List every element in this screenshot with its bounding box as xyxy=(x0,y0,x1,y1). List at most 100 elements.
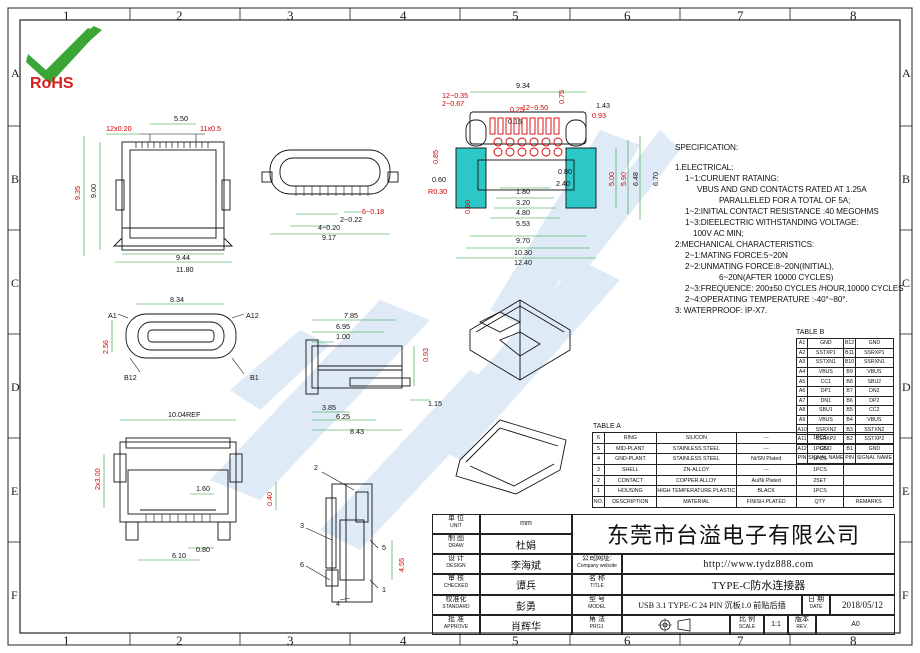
dim-side-4020: 4~0.20 xyxy=(318,223,340,232)
scale-value: 1:1 xyxy=(771,621,781,628)
title-block: 单 位 UNIT mm 制 图 DRAW 杜娟 设 计 DESIGN 李海斌 审… xyxy=(432,514,895,635)
table-cell: DP1 xyxy=(807,385,845,397)
grid-row-e: E xyxy=(11,484,19,498)
dim-front-935: 9.35 xyxy=(73,186,82,200)
spec-line-7: 100V AC MIN; xyxy=(693,229,744,238)
grid-row-e-right: E xyxy=(902,484,910,498)
grid-row-c: C xyxy=(11,276,20,290)
table-cell: B5 xyxy=(843,405,856,416)
dim-fp-1240: 12.40 xyxy=(514,258,532,267)
grid-col-2-bottom: 2 xyxy=(176,633,183,648)
table-cell: SSRXP1 xyxy=(854,347,895,359)
part-callout-2: 2 xyxy=(314,463,318,472)
part-callout-3: 3 xyxy=(300,521,304,530)
projection-label: 角 法 xyxy=(589,616,605,623)
specification-block: SPECIFICATION: 1.ELECTRICAL: 1~1:CURUENT… xyxy=(675,142,915,316)
title-label: 名 称 xyxy=(589,575,605,582)
grid-col-8-bottom: 8 xyxy=(850,633,857,648)
spec-line-8: 2:MECHANICAL CHARACTERISTICS: xyxy=(675,240,815,249)
spec-line-4: PARALLELED FOR A TOTAL OF 5A; xyxy=(719,196,851,205)
dim-mount-040: 0.40 xyxy=(265,492,274,506)
table-cell: A6 xyxy=(795,385,809,397)
grid-col-7-bottom: 7 xyxy=(737,633,744,648)
top-view-body xyxy=(269,149,391,195)
dim-mount-610: 6.10 xyxy=(172,551,186,560)
table-cell: A1 xyxy=(795,338,809,349)
dim-mount-160: 1.60 xyxy=(196,484,210,493)
model-label: 型 号 xyxy=(589,596,605,603)
grid-col-3-bottom: 3 xyxy=(287,633,294,648)
dim-end-834: 8.34 xyxy=(170,295,184,304)
table-cell xyxy=(843,485,894,498)
table-cell xyxy=(843,464,894,476)
table-cell: A8 xyxy=(795,405,809,416)
table-cell: REMARKS xyxy=(843,496,894,508)
table-cell: Au/Ni Plated xyxy=(735,474,797,487)
table-cell: SBU2 xyxy=(854,376,895,387)
dim-fp-320: 3.20 xyxy=(516,198,530,207)
table-b-caption: TABLE B xyxy=(796,329,825,336)
dim-sec-093: 0.93 xyxy=(421,348,430,362)
date-label-en: DATE xyxy=(809,604,823,610)
projection-label-en: PROJ. xyxy=(589,624,605,630)
dim-fp-085: 0.85 xyxy=(431,150,440,164)
grid-row-b: B xyxy=(11,172,20,186)
dim-fp-093: 0.93 xyxy=(592,111,606,120)
grid-col-1: 1 xyxy=(63,8,70,23)
unit-label-en: UNIT xyxy=(450,523,462,529)
table-cell: A5 xyxy=(795,376,809,387)
rohs-text: RoHS xyxy=(30,75,74,90)
table-cell: NO. xyxy=(592,496,605,508)
table-cell: DESCRIPTION xyxy=(603,496,657,508)
scale-label: 比 例 xyxy=(739,616,755,623)
table-cell: GND xyxy=(807,338,845,349)
table-cell: GND-PLANT xyxy=(603,453,657,466)
dim-front-12x020: 12x0.20 xyxy=(106,124,132,133)
standard-value: 彭勇 xyxy=(516,601,536,613)
unit-label: 单 位 xyxy=(448,515,464,522)
table-cell: --- xyxy=(735,464,797,476)
dim-fp-r030: R0.30 xyxy=(428,187,447,196)
dim-sec-100: 1.00 xyxy=(336,332,350,341)
table-cell: HOUSING xyxy=(603,485,657,498)
spec-line-6: 1~3:DIEELECTRIC WITHSTANDING VOLTAGE: xyxy=(685,218,859,227)
dim-fp-970: 9.70 xyxy=(516,236,530,245)
spec-line-1: 1.ELECTRICAL: xyxy=(675,163,734,172)
table-cell: B10 xyxy=(843,357,856,368)
dim-sec-115: 1.15 xyxy=(428,399,442,408)
table-cell: A9 xyxy=(795,414,809,426)
table-cell: FINISH PLATED xyxy=(735,496,797,508)
part-callout-5: 5 xyxy=(382,543,386,552)
table-cell: DN2 xyxy=(854,385,895,397)
grid-col-3: 3 xyxy=(287,8,294,23)
table-cell: 3 xyxy=(592,464,605,476)
grid-col-1-bottom: 1 xyxy=(63,633,70,648)
revision-label-en: REV. xyxy=(796,624,808,630)
spec-line-3: VBUS AND GND CONTACTS RATED AT 1.25A xyxy=(697,185,867,194)
dim-fp-670: 6.70 xyxy=(651,172,660,186)
scale-label-en: SCALE xyxy=(738,624,756,630)
table-cell: SSTXP1 xyxy=(807,347,845,359)
dim-side-917: 9.17 xyxy=(322,233,336,242)
table-cell: QTY xyxy=(795,496,845,508)
table-cell: MID-PLANT xyxy=(603,442,657,455)
table-cell: --- xyxy=(735,442,797,455)
table-cell: B4 xyxy=(843,414,856,426)
table-cell: HIGH TEMPERATURE PLASTIC xyxy=(655,485,737,498)
table-cell: A7 xyxy=(795,395,809,407)
grid-col-2: 2 xyxy=(176,8,183,23)
table-cell: B12 xyxy=(843,338,856,349)
dim-fp-025: 0.25 xyxy=(510,105,524,114)
grid-col-5: 5 xyxy=(512,8,519,23)
spec-line-13: 2~4:OPERATING TEMPERATURE :-40°~80°. xyxy=(685,295,848,304)
model-value: USB 3.1 TYPE-C 24 PIN 沉板1.0 前贴后插 xyxy=(638,601,786,610)
check-label-en: CHECKED xyxy=(443,583,469,589)
